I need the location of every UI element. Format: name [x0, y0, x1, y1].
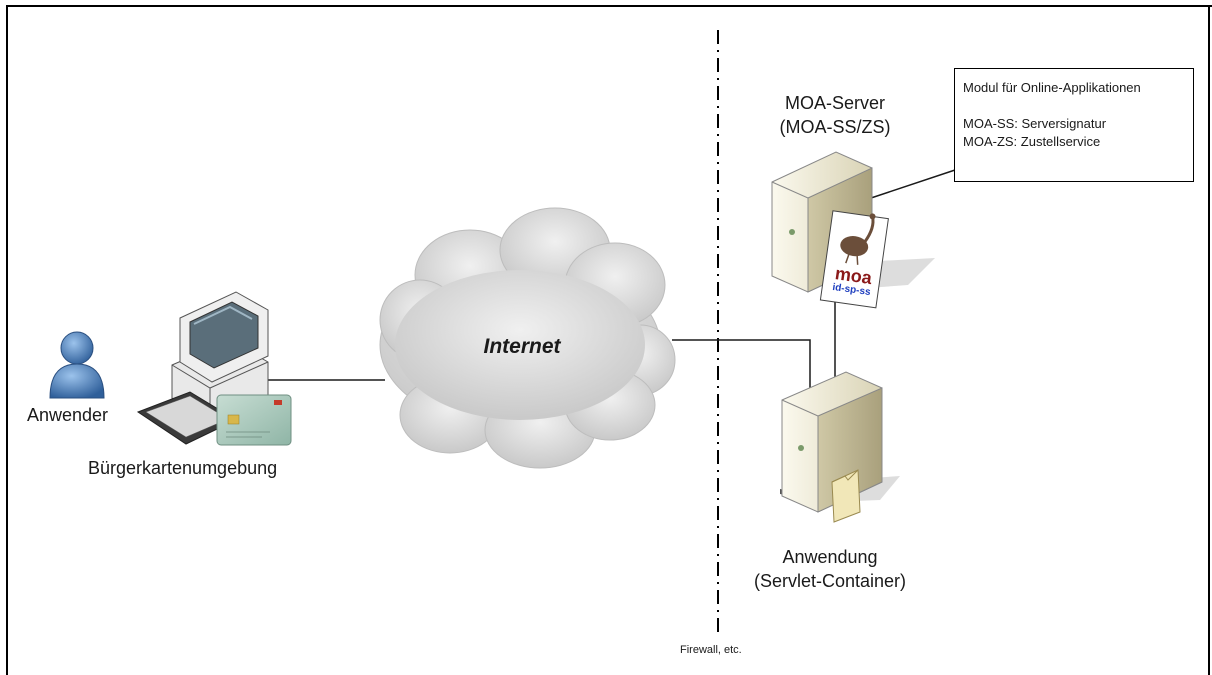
internet-to-app-connector	[672, 339, 811, 395]
moa-server-label: MOA-Server (MOA-SS/ZS)	[760, 91, 910, 139]
application-label: Anwendung (Servlet-Container)	[725, 545, 935, 593]
user-icon	[49, 331, 105, 399]
computer-icon	[136, 291, 269, 445]
client-environment-label: Bürgerkartenumgebung	[88, 458, 278, 478]
moa-server-label-line2: (MOA-SS/ZS)	[779, 117, 891, 137]
info-box-line1: MOA-SS: Serversignatur	[963, 116, 1107, 131]
info-box-title: Modul für Online-Applikationen	[963, 80, 1141, 95]
application-server-icon	[781, 371, 900, 523]
info-box: Modul für Online-Applikationen MOA-SS: S…	[954, 68, 1194, 182]
moa-server-label-line1: MOA-Server	[784, 93, 885, 113]
info-box-line2: MOA-ZS: Zustellservice	[963, 134, 1101, 149]
internet-label: Internet	[483, 335, 561, 358]
application-label-line2: (Servlet-Container)	[753, 571, 907, 591]
application-label-line1: Anwendung	[782, 547, 878, 567]
internet-cloud	[379, 207, 676, 469]
smart-card-icon	[216, 394, 292, 446]
firewall-label: Firewall, etc.	[680, 644, 742, 656]
info-box-spacer	[963, 97, 1193, 115]
moa-badge	[819, 210, 889, 309]
user-label: Anwender	[27, 405, 109, 425]
